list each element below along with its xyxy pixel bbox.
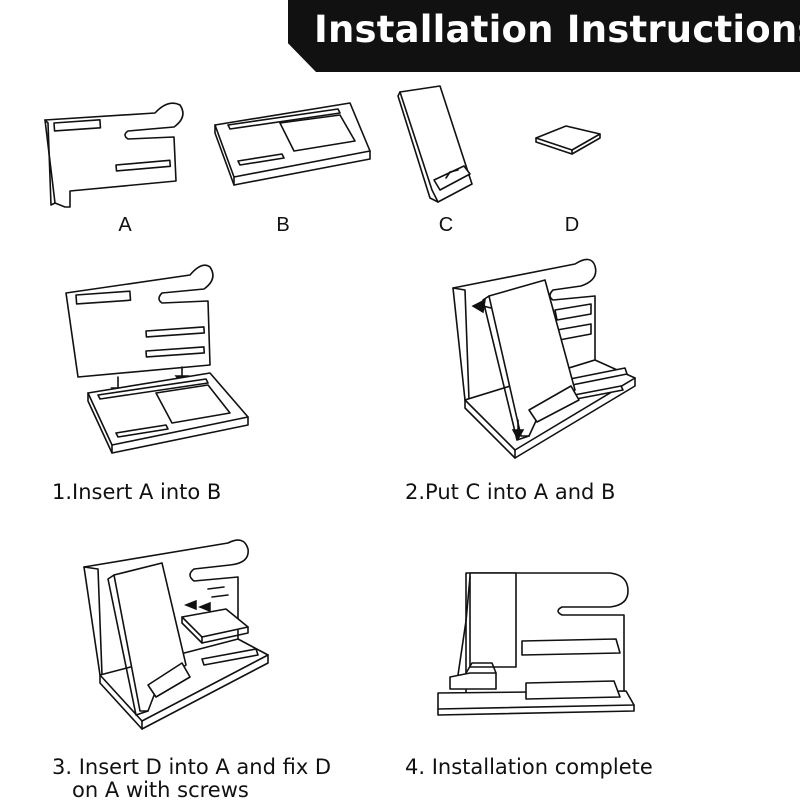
part-d-illustration bbox=[530, 120, 610, 170]
header-banner bbox=[288, 0, 800, 72]
part-b-illustration bbox=[210, 95, 380, 195]
step-4-caption: 4. Installation complete bbox=[405, 755, 653, 779]
part-b-label: B bbox=[276, 214, 290, 236]
page-title: Installation Instructions bbox=[314, 8, 800, 51]
step-4-illustration bbox=[430, 565, 640, 730]
step-3-caption: 3. Insert D into A and fix D on A with s… bbox=[52, 755, 332, 802]
part-d-label: D bbox=[564, 214, 580, 236]
step-2-caption: 2.Put C into A and B bbox=[405, 480, 616, 504]
part-a-illustration bbox=[40, 95, 190, 215]
part-a-label: A bbox=[118, 214, 132, 236]
step-2-illustration bbox=[445, 250, 645, 460]
step-3-illustration bbox=[78, 535, 278, 735]
step-1-illustration bbox=[60, 255, 260, 465]
part-c-illustration bbox=[390, 82, 490, 212]
part-c-label: C bbox=[438, 214, 454, 236]
step-1-caption: 1.Insert A into B bbox=[52, 480, 222, 504]
